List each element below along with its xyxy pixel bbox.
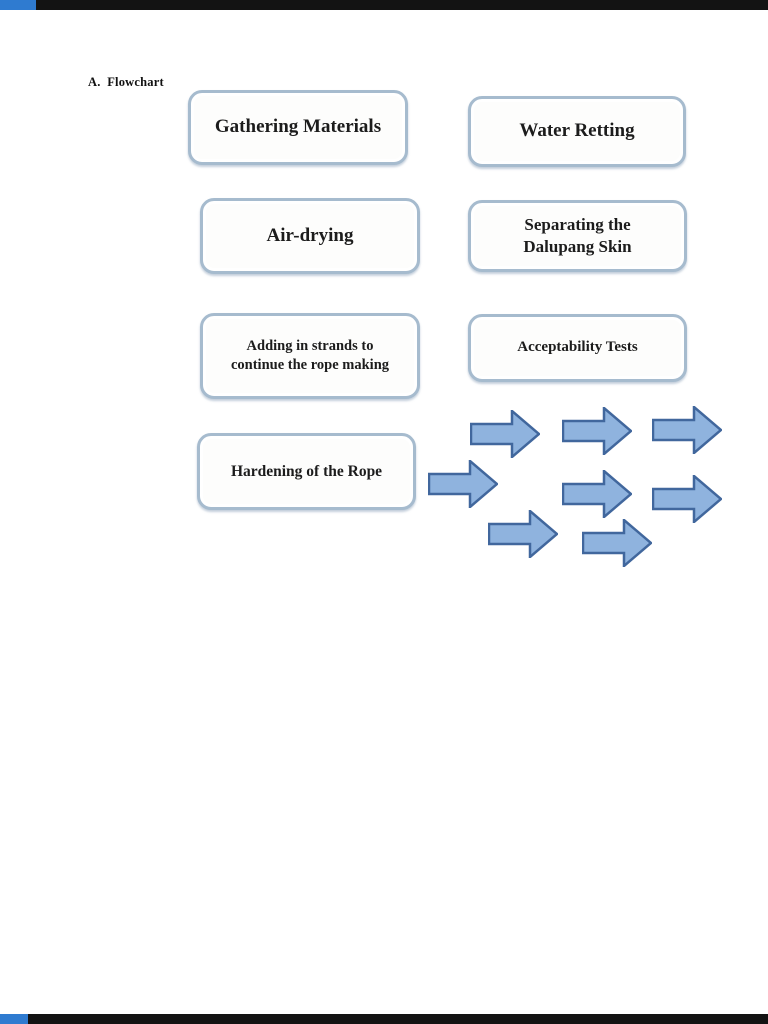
- right-block-arrow-icon: [652, 475, 722, 523]
- box-label-line: Hardening of the Rope: [230, 462, 383, 480]
- flowchart-box-acceptability-tests: Acceptability Tests: [468, 314, 687, 382]
- box-label-line: Air-drying: [266, 224, 354, 246]
- right-block-arrow-icon: [428, 460, 498, 508]
- box-label-line: Adding in strands to: [246, 338, 374, 355]
- bottom-progress-fill: [0, 1014, 28, 1024]
- flowchart-box-adding-strands: Adding in strands to continue the rope m…: [200, 313, 420, 399]
- flowchart-box-water-retting: Water Retting: [468, 96, 686, 167]
- flowchart-box-separating-dalupang-skin: Separating the Dalupang Skin: [468, 200, 687, 272]
- right-block-arrow-icon: [562, 407, 632, 455]
- flowchart-box-air-drying: Air-drying: [200, 198, 420, 274]
- flowchart-box-gathering-materials: Gathering Materials: [188, 90, 408, 165]
- top-progress-fill: [0, 0, 36, 10]
- box-label-line: Separating the: [524, 215, 631, 235]
- box-label-line: continue the rope making: [230, 357, 390, 373]
- right-block-arrow-icon: [652, 406, 722, 454]
- box-label-line: Water Retting: [519, 120, 635, 142]
- section-heading: A. Flowchart: [88, 75, 164, 89]
- box-label-line: Dalupang Skin: [523, 237, 632, 256]
- right-block-arrow-icon: [582, 519, 652, 567]
- box-label-line: Acceptability Tests: [517, 339, 638, 356]
- flowchart-box-hardening-rope: Hardening of the Rope: [197, 433, 416, 510]
- right-block-arrow-icon: [562, 470, 632, 518]
- box-label-line: Gathering Materials: [214, 116, 382, 138]
- right-block-arrow-icon: [470, 410, 540, 458]
- right-block-arrow-icon: [488, 510, 558, 558]
- bottom-progress-bar: [0, 1014, 768, 1024]
- top-progress-bar: [0, 0, 768, 10]
